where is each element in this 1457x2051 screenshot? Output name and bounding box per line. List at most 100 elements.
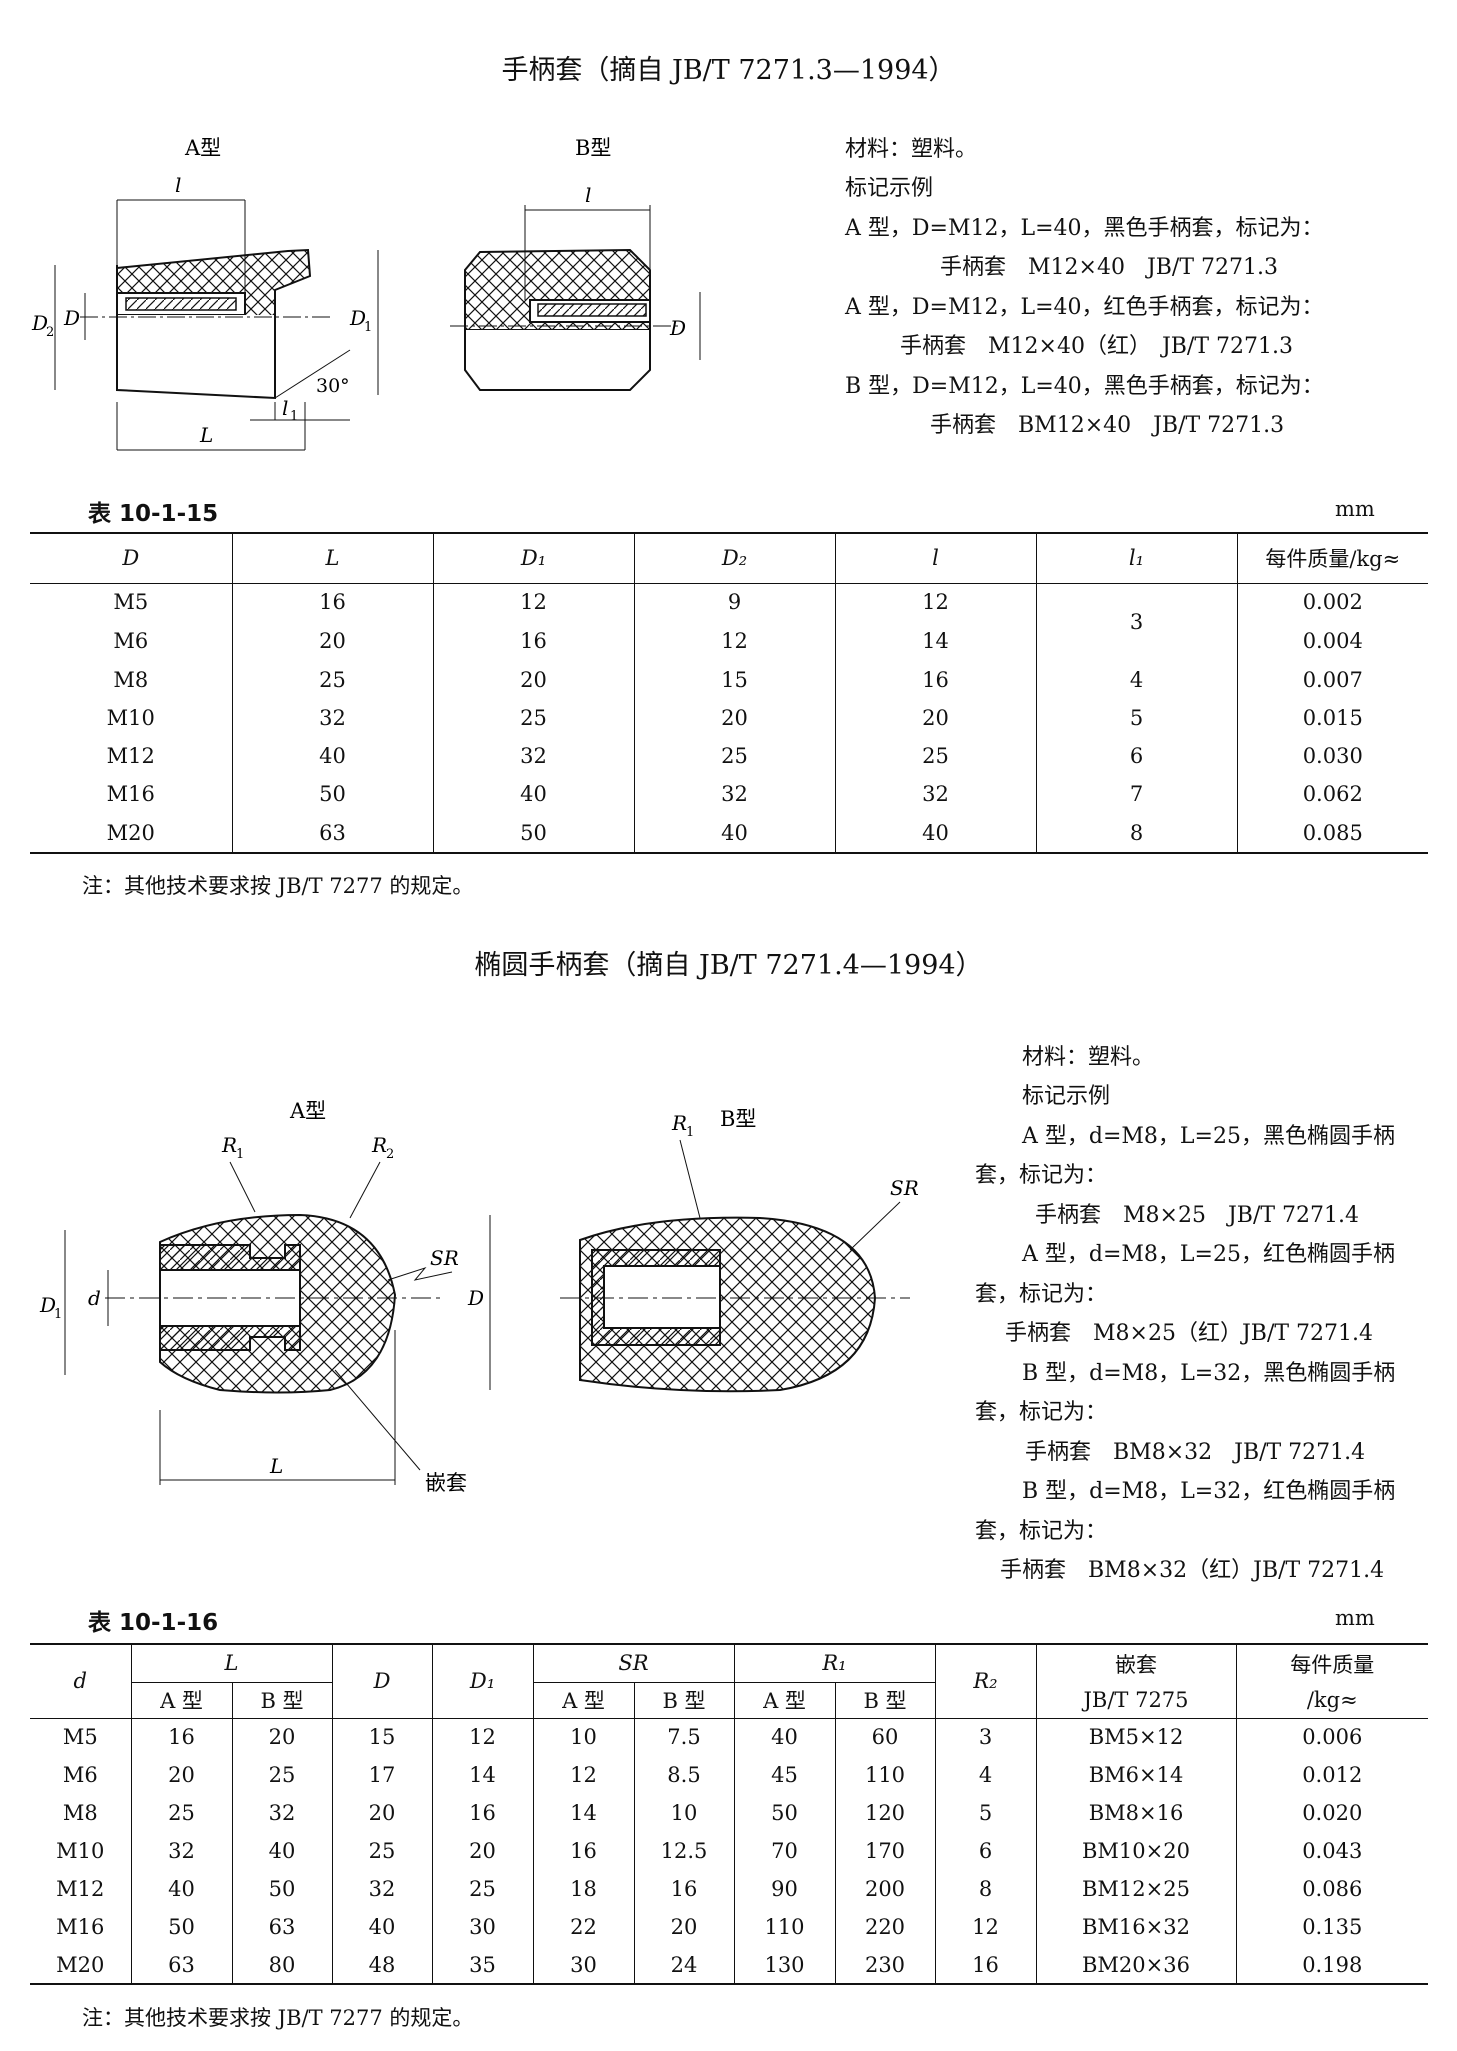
table-cell: BM6×14 — [1035, 1756, 1236, 1794]
table-cell: 12 — [532, 1756, 634, 1794]
header-subcell: A 型 — [733, 1682, 835, 1718]
dim-l-a: l — [175, 173, 181, 197]
section2-figures: A型 D 1 d D L R 1 R 2 SR 嵌套 — [20, 1090, 970, 1530]
fig-b2-body: R 1 SR — [560, 1111, 919, 1393]
table-cell: 200 — [834, 1870, 935, 1908]
table-cell: 32 — [231, 699, 433, 737]
table-cell: 20 — [231, 621, 433, 661]
dim-D1: D — [349, 306, 366, 330]
section2-marking-line: B 型，d=M8，L=32，黑色椭圆手柄 — [1022, 1361, 1396, 1386]
table-cell: 32 — [331, 1870, 432, 1908]
section1-marking-heading: 标记示例 — [845, 176, 934, 201]
dim-R1: R — [221, 1133, 237, 1157]
table-cell: 25 — [130, 1794, 232, 1832]
header-subcell: B 型 — [633, 1682, 734, 1718]
table-cell: M6 — [62, 1763, 98, 1787]
table-cell: 40 — [231, 1832, 332, 1870]
ellipse-handle-sleeve-drawing: A型 D 1 d D L R 1 R 2 SR 嵌套 — [39, 1099, 919, 1495]
table-cell: 16 — [130, 1718, 232, 1756]
dim-R2: R — [371, 1133, 387, 1157]
table-cell: 80 — [231, 1946, 332, 1984]
table-cell: 170 — [834, 1832, 935, 1870]
section1-figures: A型 l L D 2 D D 1 30° — [20, 120, 820, 480]
table-cell: 14 — [532, 1794, 634, 1832]
fig-b-label: B型 — [575, 136, 611, 160]
table-cell: 0.030 — [1236, 737, 1428, 775]
dim-D2-sub: 2 — [46, 325, 54, 340]
table-cell: 0.006 — [1235, 1718, 1428, 1756]
table-cell: 0.085 — [1236, 813, 1428, 853]
table-cell: 25 — [231, 661, 433, 699]
dim-D2: D — [31, 311, 48, 335]
table-cell: 16 — [633, 1870, 734, 1908]
table-cell: M8 — [62, 1801, 98, 1825]
table-cell: BM5×12 — [1035, 1718, 1236, 1756]
table-cell: 32 — [633, 775, 835, 813]
header-cell: l₁ — [1035, 533, 1237, 583]
table-cell: 20 — [231, 1718, 332, 1756]
table-cell: 16 — [934, 1946, 1036, 1984]
table-cell: M20 — [56, 1952, 105, 1977]
table-cell: M5 — [62, 1725, 98, 1750]
table-cell: M10 — [56, 1839, 105, 1863]
table-cell: 63 — [231, 1908, 332, 1946]
table-cell: 20 — [633, 1908, 734, 1946]
table-cell: 12 — [834, 583, 1036, 621]
table-cell: 30 — [532, 1946, 634, 1984]
section1-marking-line: 手柄套 M12×40（红） JB/T 7271.3 — [900, 334, 1293, 359]
table-cell: BM12×25 — [1035, 1870, 1236, 1908]
header-cell: SR — [532, 1644, 734, 1683]
table-cell: 5 — [1035, 699, 1237, 737]
dim-R1-sub: 1 — [236, 1147, 244, 1162]
table-cell: 15 — [633, 661, 835, 699]
dim-d: d — [88, 1286, 101, 1310]
table-cell: 32 — [432, 737, 634, 775]
section2-marking-heading: 标记示例 — [1022, 1084, 1111, 1109]
table-cell: 10 — [532, 1718, 634, 1756]
table-cell: 40 — [231, 737, 433, 775]
table-cell: 0.062 — [1236, 775, 1428, 813]
dim-D1-2: D — [39, 1293, 56, 1317]
table-cell: M5 — [113, 590, 149, 615]
header-subcell: JB/T 7275 — [1035, 1682, 1236, 1718]
table-cell: 12 — [432, 583, 634, 621]
table-10-1-16: d L D D₁ SR R₁ R₂ 嵌套 每件质量 A 型 B 型 A 型 B … — [30, 1643, 1428, 1985]
section2-material: 材料：塑料。 — [1022, 1045, 1155, 1070]
table-cell: 50 — [130, 1908, 232, 1946]
table-cell: 40 — [633, 813, 835, 853]
table-row: M10 32 25 20 20 5 0.015 — [30, 699, 1428, 737]
section2-marking-line: 套，标记为： — [975, 1400, 1108, 1425]
table-cell: 4 — [1035, 661, 1237, 699]
dim-l1-sub: 1 — [290, 409, 298, 424]
table-cell: 15 — [331, 1718, 432, 1756]
section2-title: 椭圆手柄套（摘自 JB/T 7271.4—1994） — [474, 950, 983, 981]
table-cell: 20 — [834, 699, 1036, 737]
table-cell: 5 — [934, 1794, 1036, 1832]
section1-marking-line: 手柄套 BM12×40 JB/T 7271.3 — [930, 413, 1285, 438]
section1-title: 手柄套（摘自 JB/T 7271.3—1994） — [501, 55, 956, 86]
header-cell: 嵌套 — [1035, 1644, 1236, 1682]
table-cell: 0.086 — [1235, 1870, 1428, 1908]
table-cell: 12 — [633, 621, 835, 661]
table-cell: 16 — [432, 621, 634, 661]
table-cell: 25 — [231, 1756, 332, 1794]
table-cell: 50 — [733, 1794, 835, 1832]
header-subcell: A 型 — [130, 1682, 232, 1718]
table2-name: 表 10-1-16 — [88, 1610, 219, 1636]
section1-marking-line: B 型，D=M12，L=40，黑色手柄套，标记为： — [845, 374, 1324, 399]
section2-marking-line: 手柄套 M8×25（红）JB/T 7271.4 — [1005, 1321, 1373, 1346]
header-cell: D₁ — [431, 1644, 533, 1719]
table-cell: 20 — [331, 1794, 432, 1832]
table2-unit: mm — [1335, 1606, 1375, 1630]
table-cell: 50 — [432, 813, 634, 853]
header-cell: d — [30, 1644, 131, 1719]
table-cell: 120 — [834, 1794, 935, 1832]
table-cell: 30 — [431, 1908, 533, 1946]
table-cell: 130 — [733, 1946, 835, 1984]
table-cell: 63 — [231, 813, 433, 853]
table-cell: 8.5 — [633, 1756, 734, 1794]
header-cell: 每件质量/kg≈ — [1236, 533, 1428, 583]
table-cell: 40 — [130, 1870, 232, 1908]
